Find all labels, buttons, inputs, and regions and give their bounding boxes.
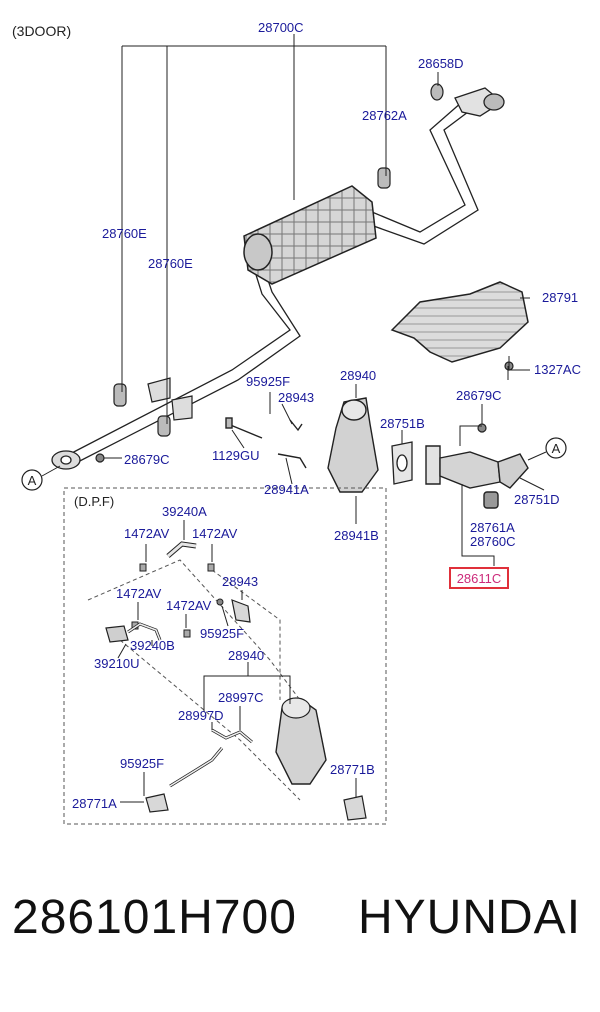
label-39240b: 39240B	[130, 638, 175, 653]
label-28941a: 28941A	[264, 482, 309, 497]
label-39240a: 39240A	[162, 504, 207, 519]
label-28762a: 28762A	[362, 108, 407, 123]
label-1472av-4: 1472AV	[166, 598, 212, 613]
label-95925f-3: 95925F	[120, 756, 164, 771]
label-95925f-1: 95925F	[246, 374, 290, 389]
rubber-hangers	[95, 83, 514, 463]
dpf-section: (D.P.F)	[63, 487, 387, 825]
label-28997c: 28997C	[218, 690, 264, 705]
label-28761a: 28761A	[470, 520, 515, 535]
label-28760c: 28760C	[470, 534, 516, 549]
leader-lines	[104, 34, 545, 566]
label-95925f-2: 95925F	[200, 626, 244, 641]
label-1327ac: 1327AC	[534, 362, 581, 377]
gasket-28751b	[391, 441, 413, 485]
front-pipe-assembly	[425, 445, 529, 509]
label-28751d: 28751D	[514, 492, 560, 507]
label-28791: 28791	[542, 290, 578, 305]
label-28940-2: 28940	[228, 648, 264, 663]
label-28997d: 28997D	[178, 708, 224, 723]
label-28760e-1: 28760E	[102, 226, 147, 241]
label-28679c-1: 28679C	[456, 388, 502, 403]
heat-shield	[390, 281, 529, 363]
brand-name: HYUNDAI	[358, 891, 582, 944]
label-28658d: 28658D	[418, 56, 464, 71]
label-28760e-2: 28760E	[148, 256, 193, 271]
variant-label: (3DOOR)	[12, 23, 71, 39]
label-28751b: 28751B	[380, 416, 425, 431]
label-1129gu: 1129GU	[212, 448, 259, 463]
exhaust-system-diagram: (3DOOR)	[12, 20, 581, 825]
connector-a-right: A	[527, 437, 567, 461]
svg-text:A: A	[28, 473, 37, 488]
dpf-label: (D.P.F)	[74, 494, 114, 509]
muffler	[243, 185, 377, 285]
label-28943-2: 28943	[222, 574, 258, 589]
connector-a-left: A	[21, 465, 61, 491]
footer-caption: 286101H700 HYUNDAI	[0, 890, 600, 980]
label-1472av-3: 1472AV	[116, 586, 162, 601]
tailpipe-tip	[454, 87, 505, 117]
part-number: 286101H700	[12, 891, 297, 944]
catalytic-converter-upper	[225, 397, 379, 493]
highlight-box-28611c	[449, 567, 509, 589]
label-28700c: 28700C	[258, 20, 304, 35]
front-flange	[51, 450, 81, 470]
highlighted-part-label: 28611C	[457, 571, 502, 586]
svg-text:A: A	[552, 441, 561, 456]
label-28943-1: 28943	[278, 390, 314, 405]
label-28679c-2: 28679C	[124, 452, 170, 467]
label-28941b: 28941B	[334, 528, 379, 543]
label-28940-1: 28940	[340, 368, 376, 383]
label-1472av-1: 1472AV	[124, 526, 170, 541]
label-28771a: 28771A	[72, 796, 117, 811]
label-28771b: 28771B	[330, 762, 375, 777]
label-39210u: 39210U	[94, 656, 140, 671]
label-1472av-2: 1472AV	[192, 526, 238, 541]
